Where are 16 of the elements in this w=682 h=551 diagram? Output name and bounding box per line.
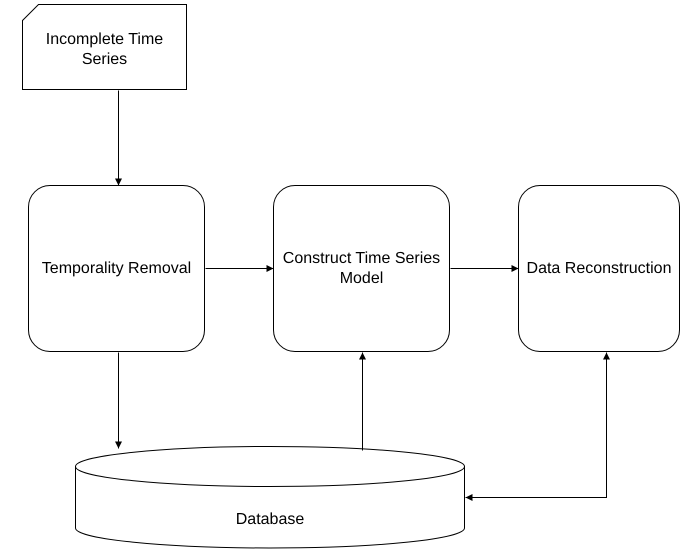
arrow [465, 352, 610, 501]
arrow [115, 90, 122, 186]
node-label: Incomplete Time Series [44, 30, 164, 70]
arrow [115, 352, 122, 449]
node-label: Temporality Removal [42, 258, 192, 278]
node-label: Construct Time Series Model [282, 248, 442, 288]
database-cylinder [75, 446, 465, 549]
arrow [450, 265, 519, 272]
process-box [273, 185, 450, 352]
process-box [518, 185, 680, 352]
arrow [205, 265, 274, 272]
arrow [359, 352, 366, 451]
data-card [22, 4, 187, 90]
node-label: Data Reconstruction [526, 258, 672, 278]
node-label: Database [236, 510, 304, 530]
process-box [28, 185, 205, 352]
